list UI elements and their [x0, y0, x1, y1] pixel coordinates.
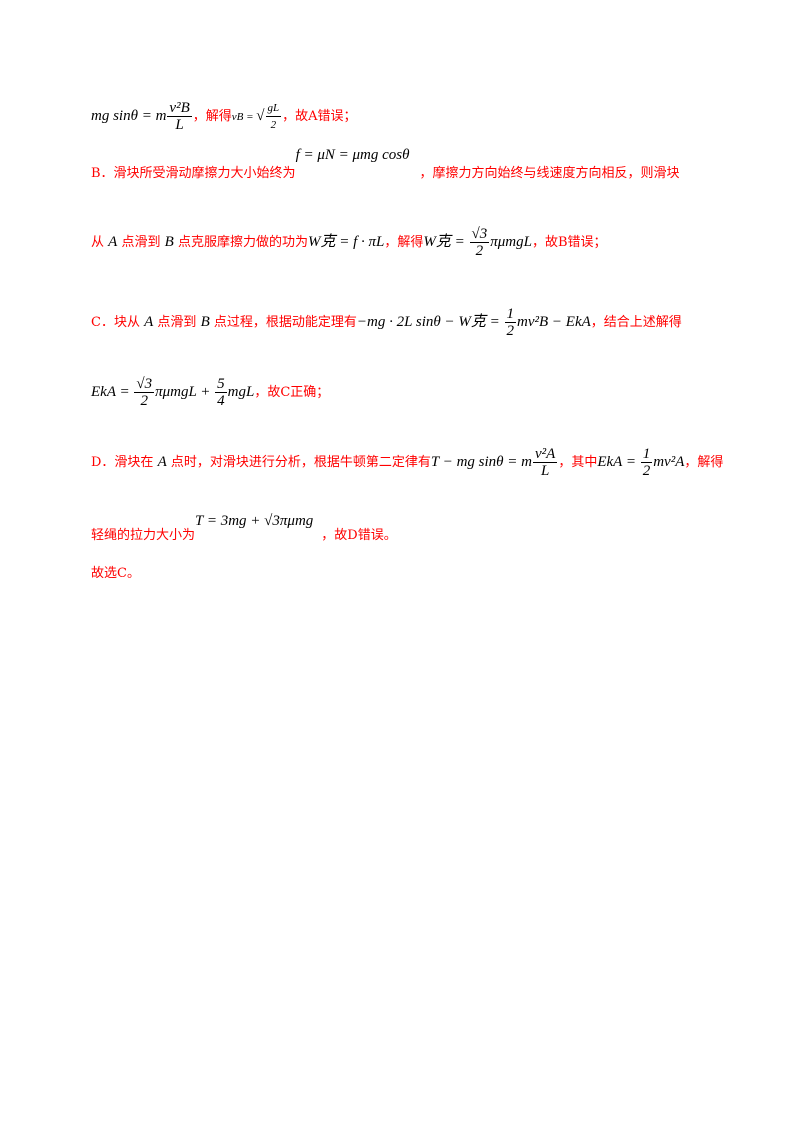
text: ，故C正确；: [254, 385, 330, 400]
equation: mv²B − EkA: [517, 314, 591, 330]
equation: vB =: [231, 111, 257, 123]
text: ，解得: [684, 455, 724, 470]
sqrt-symbol: √: [256, 108, 265, 124]
variable: B: [164, 234, 174, 250]
text: ，故B错误；: [531, 235, 607, 250]
text: C．块从: [91, 315, 140, 330]
solution-line-8: 故选C。: [91, 562, 140, 581]
solution-line-4: C．块从 A 点滑到 B 点过程，根据动能定理有−mg · 2L sinθ − …: [91, 306, 682, 339]
conclusion-text: 故选C。: [91, 566, 140, 581]
solution-line-2: B．滑块所受滑动摩擦力大小始终为 f = μN = μmg cosθ ，摩擦力方向始…: [91, 147, 680, 181]
text: 点滑到: [157, 315, 197, 330]
equation: W克 = f · πL: [307, 234, 385, 250]
solution-line-3: 从 A 点滑到 B 点克服摩擦力做的功为W克 = f · πL，解得W克 = √…: [91, 226, 607, 259]
equation: mv²A: [653, 454, 685, 470]
equation: mg sinθ = m: [91, 108, 167, 124]
variable: A: [108, 234, 118, 250]
equation: −mg · 2L sinθ − W克 =: [356, 314, 504, 330]
text: ，解得: [384, 235, 424, 250]
text: ，故D错误。: [321, 528, 397, 543]
text: D．滑块在: [91, 455, 154, 470]
solution-line-6: D．滑块在 A 点时，对滑块进行分析，根据牛顿第二定律有T − mg sinθ …: [91, 446, 723, 479]
equation: T − mg sinθ = m: [430, 454, 533, 470]
variable: B: [200, 314, 210, 330]
text: ，故A错误；: [282, 109, 357, 124]
text: ，摩擦力方向始终与线速度方向相反，则滑块: [419, 166, 680, 181]
text: B．滑块所受滑动摩擦力大小始终为: [91, 166, 296, 181]
text: 从: [91, 235, 105, 250]
equation: EkA =: [91, 384, 134, 400]
text: ，其中: [558, 455, 598, 470]
variable: A: [144, 314, 154, 330]
text: 轻绳的拉力大小为: [91, 528, 196, 543]
equation: mgL: [227, 384, 255, 400]
equation: EkA =: [597, 454, 640, 470]
variable: A: [157, 454, 167, 470]
equation: πμmgL +: [155, 384, 215, 400]
text: ，解得: [192, 109, 232, 124]
equation: W克 =: [423, 234, 469, 250]
text: 点时，对滑块进行分析，根据牛顿第二定律有: [170, 455, 431, 470]
solution-line-7: 轻绳的拉力大小为T = 3mg + √3πμmg ，故D错误。: [91, 513, 397, 543]
text: ，结合上述解得: [590, 315, 682, 330]
equation: T = 3mg + √3πμmg: [195, 513, 314, 529]
equation: πμmgL: [490, 234, 532, 250]
text: 点滑到: [121, 235, 161, 250]
text: 点过程，根据动能定理有: [213, 315, 357, 330]
equation: f = μN = μmg cosθ: [295, 147, 410, 163]
text: 点克服摩擦力做的功为: [177, 235, 308, 250]
